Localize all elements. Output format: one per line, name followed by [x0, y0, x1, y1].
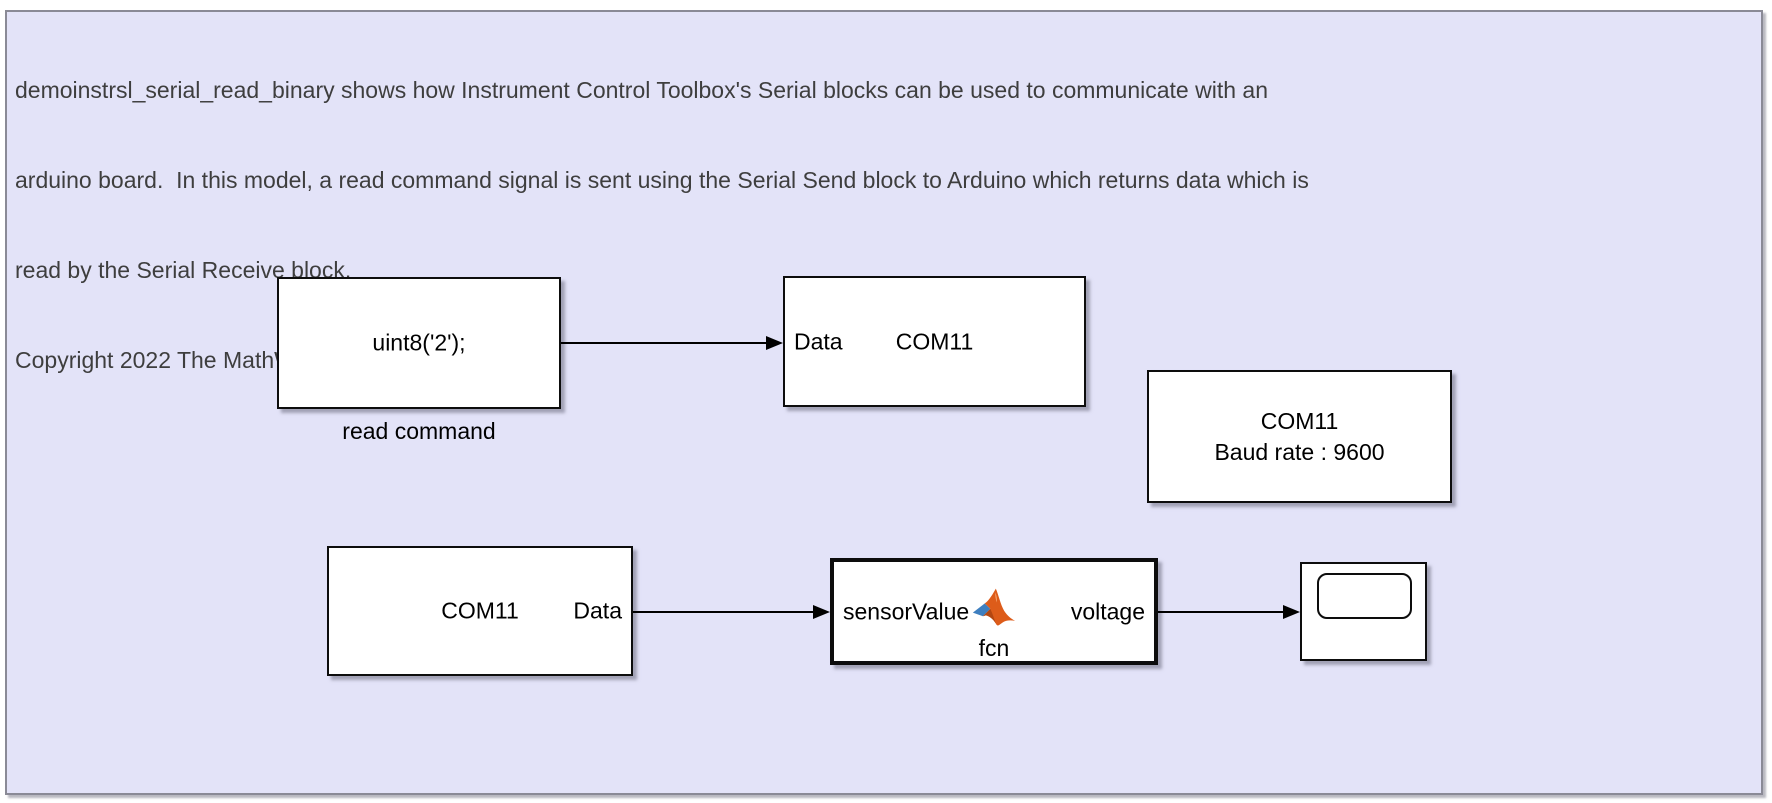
description-line: demoinstrsl_serial_read_binary shows how… [15, 77, 1268, 103]
serial-receive-port: COM11 [441, 597, 519, 624]
wire-arrowhead-icon [766, 336, 783, 350]
block-serial-configuration[interactable]: COM11 Baud rate : 9600 [1147, 370, 1452, 503]
wire-arrowhead-icon [813, 605, 830, 619]
description-line: read by the Serial Receive block. [15, 257, 352, 283]
constant-expression: uint8('2'); [372, 329, 466, 356]
port-label-voltage-out: voltage [1070, 598, 1145, 624]
wire-line [1158, 611, 1283, 613]
model-description[interactable]: demoinstrsl_serial_read_binary shows how… [15, 15, 1309, 435]
wire-line [633, 611, 813, 613]
scope-screen-icon [1317, 573, 1412, 619]
wire-arrowhead-icon [1283, 605, 1300, 619]
wire-line [561, 342, 766, 344]
block-scope[interactable] [1300, 562, 1427, 661]
block-read-command[interactable]: uint8('2'); [277, 277, 561, 409]
wire-fcn-to-scope[interactable] [1158, 605, 1300, 619]
port-label-sensorvalue-in: sensorValue [843, 598, 970, 624]
block-serial-send[interactable]: Data COM11 [783, 276, 1086, 407]
block-label-read-command: read command [342, 418, 496, 444]
serial-config-baud: Baud rate : 9600 [1214, 438, 1385, 465]
matlab-logo-icon [971, 586, 1017, 636]
description-line: arduino board. In this model, a read com… [15, 167, 1309, 193]
block-matlab-function[interactable]: sensorValue voltage fcn [830, 558, 1158, 665]
wire-read-command-to-serial-send[interactable] [561, 336, 783, 350]
port-label-data-out: Data [573, 597, 622, 624]
matlab-function-name: fcn [978, 635, 1010, 661]
block-serial-receive[interactable]: COM11 Data [327, 546, 633, 676]
serial-config-port: COM11 [1260, 407, 1339, 434]
serial-send-port: COM11 [895, 328, 974, 354]
wire-serial-receive-to-fcn[interactable] [633, 605, 830, 619]
port-label-data-in: Data [794, 328, 843, 354]
